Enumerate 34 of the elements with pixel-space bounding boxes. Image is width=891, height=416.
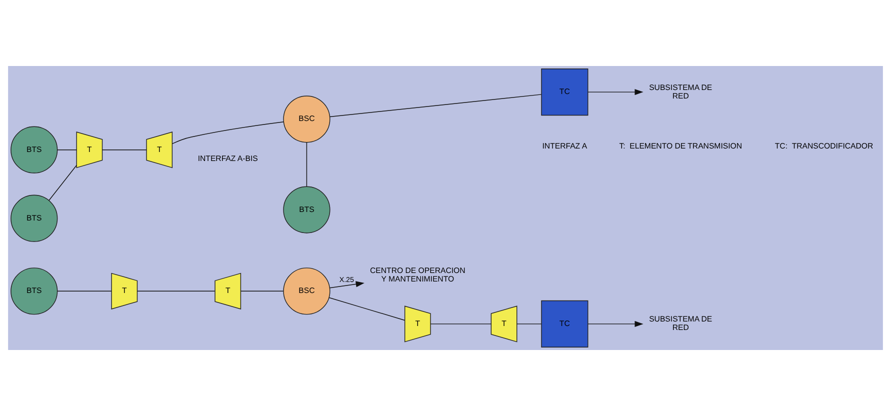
node-text: SUBSISTEMA DE RED: [649, 314, 712, 332]
label: INTERFAZ A: [542, 141, 588, 150]
node-box: T: [146, 132, 173, 168]
node-text: SUBSISTEMA DE RED: [649, 82, 712, 100]
node-circle: BSC: [283, 96, 330, 143]
connector: [330, 94, 542, 118]
connector: [306, 142, 308, 187]
node-box: TC: [541, 68, 588, 116]
node-circle: BTS: [283, 186, 330, 234]
connector: [48, 165, 77, 201]
node-box: T: [76, 132, 103, 168]
label: INTERFAZ A-BIS: [198, 154, 258, 164]
node-circle: BTS: [10, 268, 58, 315]
label: T: ELEMENTO DE TRANSMISION: [619, 141, 742, 150]
arrow: [588, 89, 644, 96]
node-circle: BTS: [10, 194, 58, 242]
connector: [172, 121, 284, 144]
node-box: T: [490, 306, 518, 342]
arrow: [588, 320, 644, 327]
node-box: T: [404, 306, 431, 342]
connector: [57, 149, 77, 150]
node-box: T: [214, 272, 242, 310]
node-box: T: [111, 272, 138, 310]
label: TC: TRANSCODIFICADOR: [774, 141, 874, 150]
node-text: CENTRO DE OPERACION Y MANTENIMIENTO: [370, 266, 466, 284]
connector: [57, 290, 112, 292]
node-circle: BTS: [10, 126, 58, 174]
node-circle: BSC: [283, 268, 330, 315]
connector: [102, 149, 147, 150]
connector: [328, 297, 405, 321]
connector: [137, 290, 216, 292]
node-box: TC: [541, 300, 588, 348]
arrow: [330, 281, 364, 288]
connector: [240, 290, 284, 292]
